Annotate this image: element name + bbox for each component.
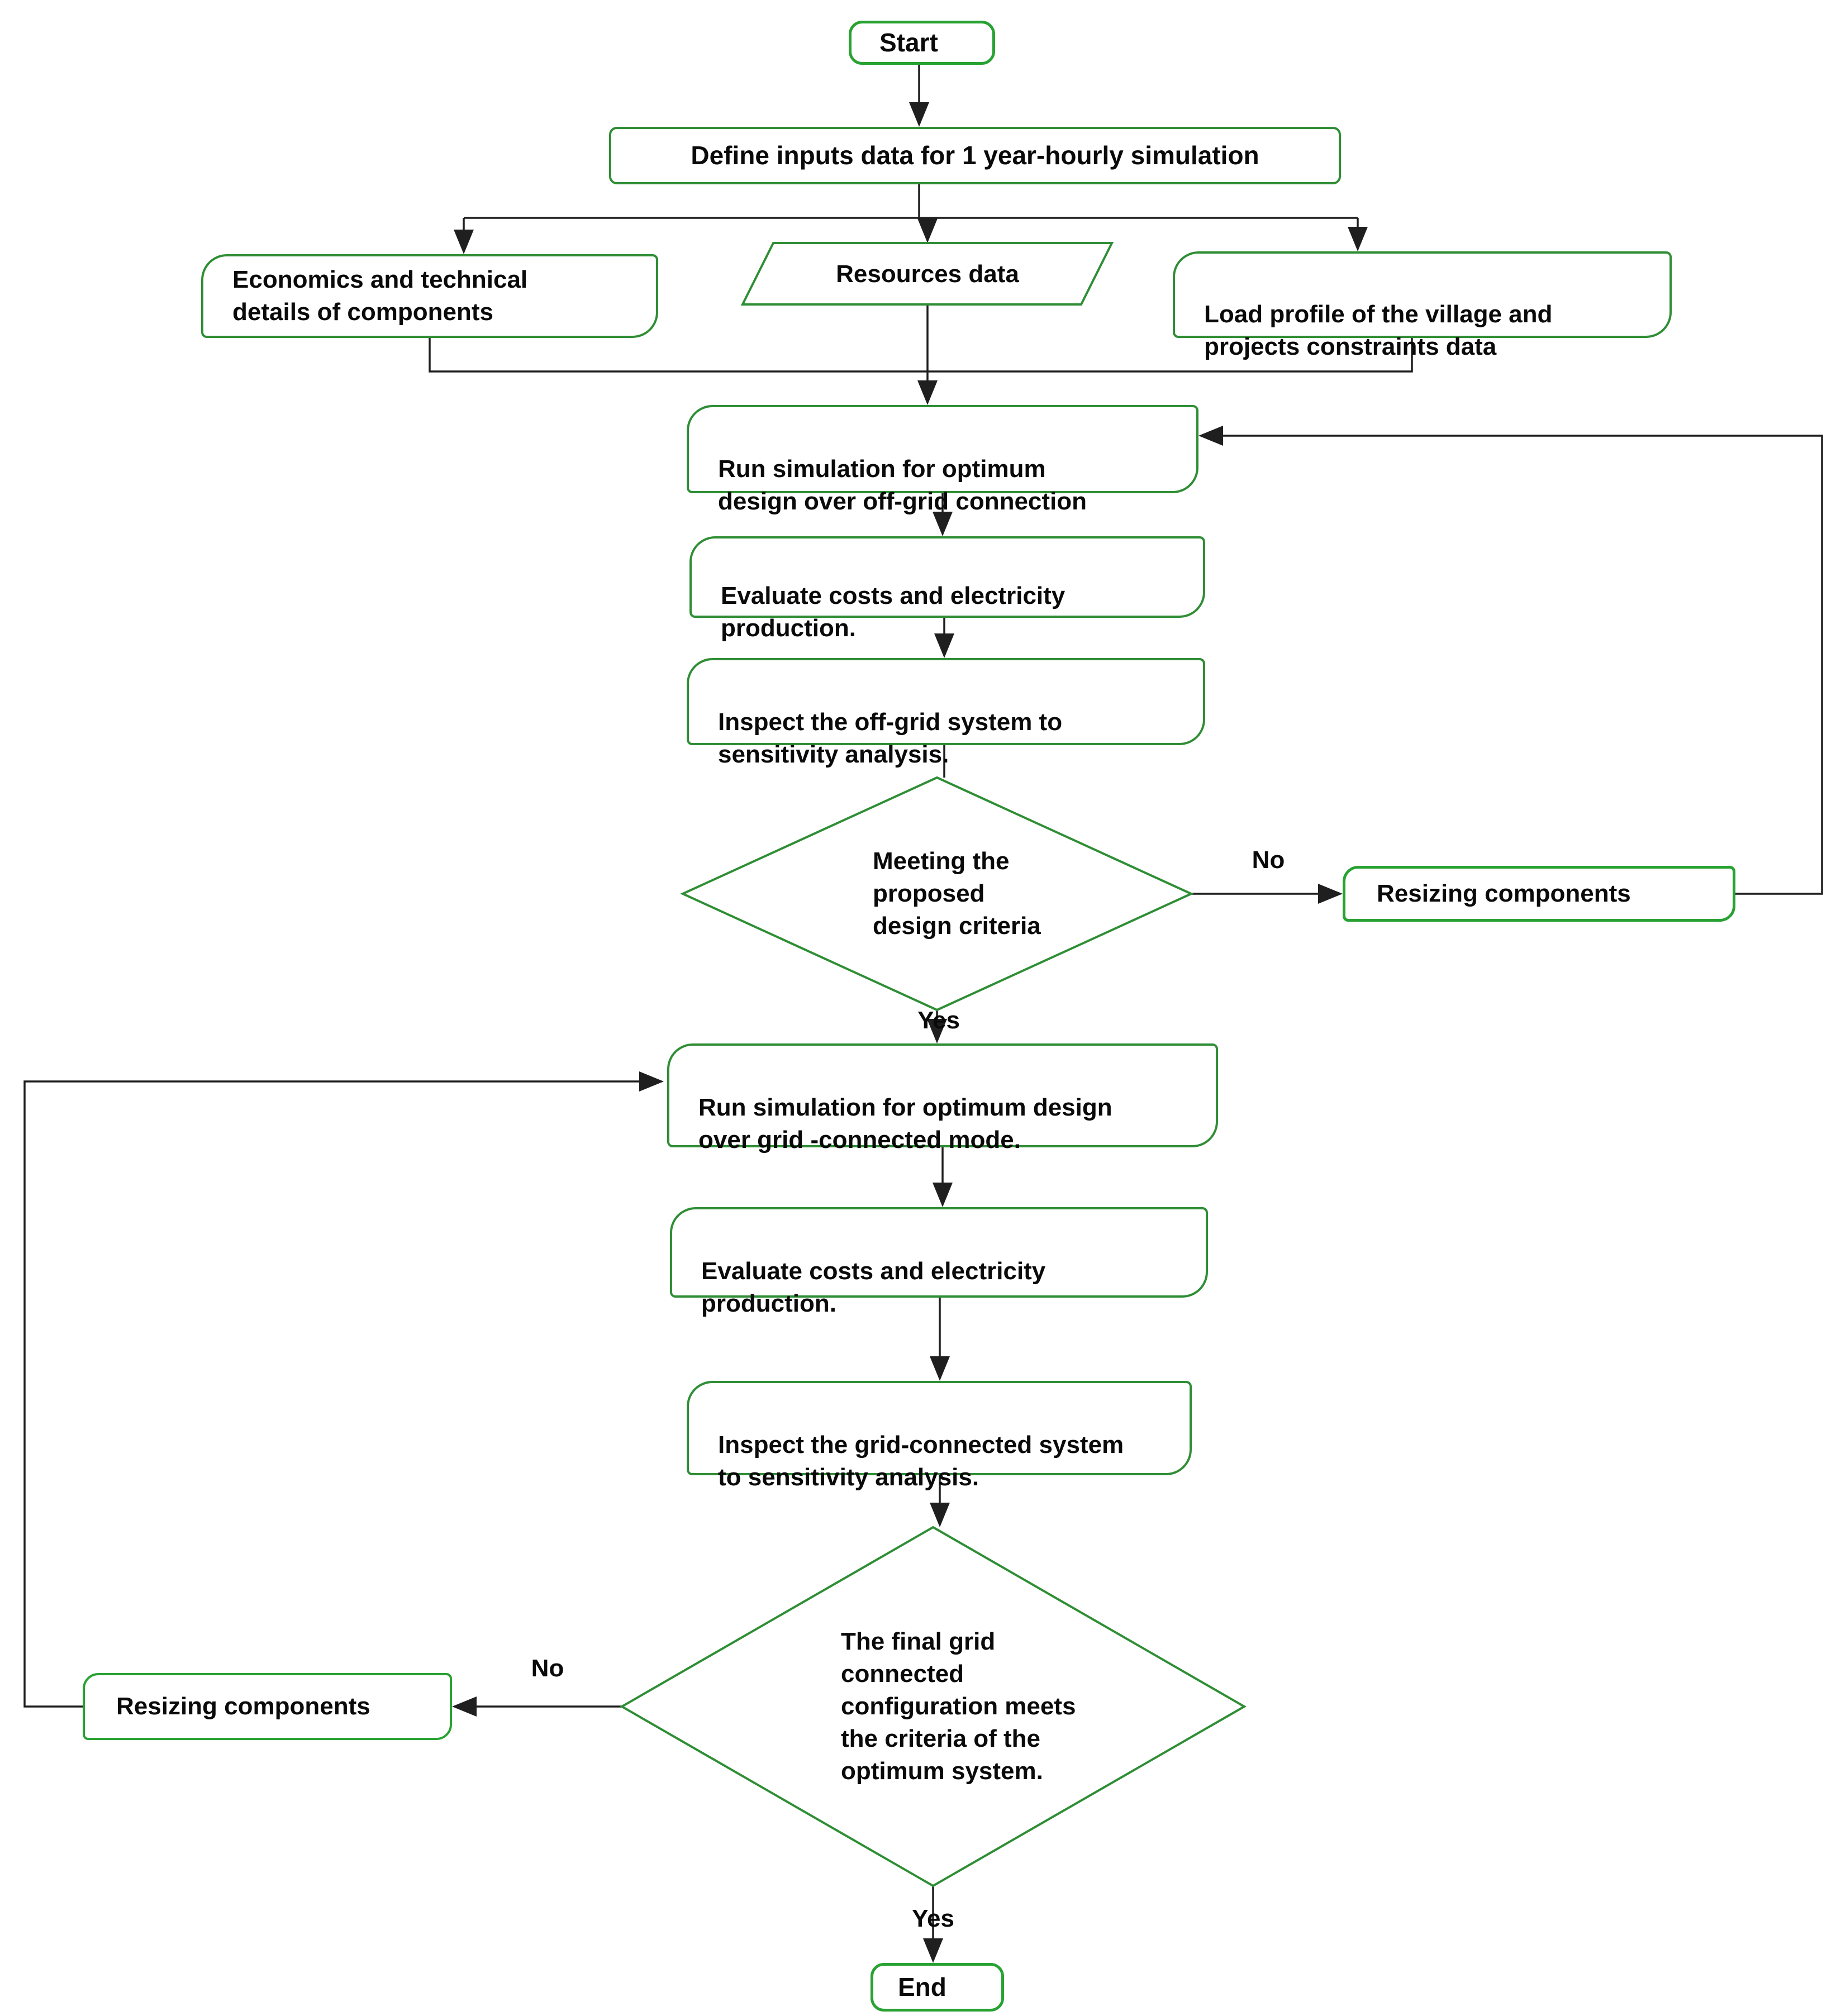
arrow-into-run-grid-side [639, 1071, 664, 1092]
node-economics-label: Economics and technical details of compo… [232, 265, 528, 326]
node-evaluate-offgrid: Evaluate costs and electricity productio… [689, 536, 1205, 642]
node-run-offgrid: Run simulation for optimum design over o… [687, 405, 1198, 515]
node-inspect-offgrid: Inspect the off-grid system to sensitivi… [687, 658, 1205, 768]
arrowheads [452, 102, 1368, 1963]
edge-resizing-left-loop [23, 1080, 639, 1708]
node-evaluate-grid: Evaluate costs and electricity productio… [670, 1207, 1208, 1317]
node-decision-offgrid-label: Meeting the proposed design criteria [873, 847, 1041, 940]
arrow-into-inspect2 [930, 1356, 950, 1381]
arrow-into-decision2 [930, 1503, 950, 1527]
arrow-into-load [1348, 227, 1368, 251]
edge-resizing-right-loop [1223, 435, 1823, 895]
label-no-offgrid: No [1252, 846, 1285, 874]
arrow-into-run-offgrid-side [1198, 426, 1223, 446]
node-load-profile-label: Load profile of the village and projects… [1204, 301, 1553, 361]
arrow-into-inspect1 [934, 633, 954, 658]
edge-merge-line [429, 338, 1413, 373]
node-resizing-right-label: Resizing components [1377, 879, 1631, 907]
node-economics: Economics and technical details of compo… [201, 254, 658, 338]
arrow-into-run-offgrid [917, 380, 938, 405]
node-resizing-right: Resizing components [1343, 866, 1735, 922]
arrow-into-resizing-left [452, 1696, 477, 1717]
node-resources-label: Resources data [836, 260, 1019, 288]
node-define-inputs: Define inputs data for 1 year-hourly sim… [609, 127, 1341, 184]
node-load-profile: Load profile of the village and projects… [1173, 251, 1672, 360]
decision-offgrid-diamond [680, 776, 1194, 1012]
node-start-label: Start [879, 28, 938, 58]
node-inspect-offgrid-label: Inspect the off-grid system to sensitivi… [718, 708, 1063, 769]
node-inspect-grid: Inspect the grid-connected system to sen… [687, 1381, 1192, 1491]
arrow-into-resizing-right [1318, 884, 1343, 904]
node-define-inputs-label: Define inputs data for 1 year-hourly sim… [691, 141, 1259, 170]
resources-parallelogram [740, 242, 1114, 306]
node-start: Start [849, 21, 995, 65]
node-evaluate-grid-label: Evaluate costs and electricity productio… [701, 1257, 1046, 1318]
decision-grid-diamond [619, 1526, 1247, 1888]
arrow-into-evaluate1 [933, 512, 953, 536]
label-yes-grid: Yes [912, 1905, 954, 1932]
arrow-into-end [923, 1938, 943, 1963]
arrow-into-economics [454, 230, 474, 254]
node-inspect-grid-label: Inspect the grid-connected system to sen… [718, 1431, 1124, 1491]
node-evaluate-offgrid-label: Evaluate costs and electricity productio… [721, 582, 1066, 642]
node-end: End [871, 1963, 1004, 2012]
label-yes-offgrid: Yes [917, 1007, 960, 1034]
node-run-offgrid-label: Run simulation for optimum design over o… [718, 455, 1087, 516]
node-end-label: End [898, 1972, 946, 2002]
arrow-into-resources [917, 218, 938, 243]
connector-lines [23, 65, 1823, 1938]
node-resizing-left-label: Resizing components [116, 1692, 370, 1720]
arrow-into-run-grid [927, 1019, 947, 1043]
node-decision-grid-label: The final grid connected configuration m… [841, 1628, 1076, 1785]
node-run-grid: Run simulation for optimum design over g… [667, 1043, 1218, 1154]
label-no-grid: No [531, 1655, 564, 1682]
arrow-into-define [909, 102, 929, 127]
svg-shapes [619, 242, 1247, 1888]
node-run-grid-label: Run simulation for optimum design over g… [698, 1094, 1112, 1154]
arrow-into-evaluate2 [933, 1183, 953, 1207]
node-resizing-left: Resizing components [83, 1673, 452, 1740]
